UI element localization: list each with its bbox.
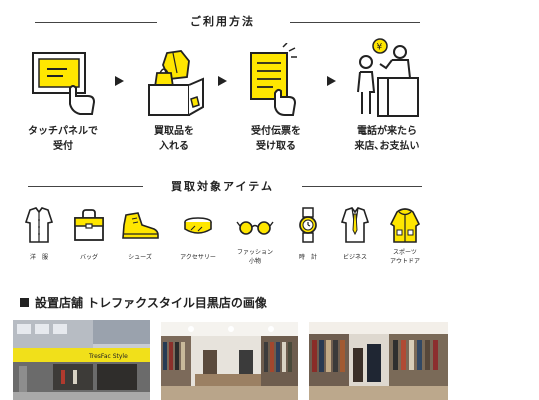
store-sign-text: TresFac Style <box>88 353 128 360</box>
store-heading: 設置店舗 トレファクスタイル目黒店の画像 <box>20 294 267 311</box>
step-arrow-1 <box>115 76 124 86</box>
step-label-1: タッチパネルで 受付 <box>28 126 98 152</box>
items-rule-left <box>28 186 143 187</box>
item-label-business: ビジネス <box>342 254 367 261</box>
put-items-icon <box>148 50 204 116</box>
step-label-4: 電話が来たら 来店､お支払い <box>354 126 420 152</box>
bag-icon <box>74 209 104 241</box>
square-bullet-icon <box>20 298 29 307</box>
usage-title: ご利用方法 <box>190 15 255 28</box>
store-photo-exterior: TresFac Style <box>13 320 150 400</box>
store-photo-interior-1 <box>161 322 298 400</box>
step-arrow-3 <box>327 76 336 86</box>
item-label-accessory: アクセサリー <box>180 254 216 261</box>
items-rule-right <box>302 186 422 187</box>
item-label-clothes: 洋 服 <box>29 254 48 261</box>
step-label-3: 受付伝票を 受け取る <box>251 126 301 152</box>
bracelet-icon <box>184 217 212 234</box>
glasses-icon <box>236 221 274 235</box>
sneaker-icon <box>122 212 159 239</box>
item-label-shoes: シューズ <box>128 254 152 261</box>
title-rule-left <box>35 22 157 23</box>
item-label-bag: バッグ <box>79 254 98 261</box>
step-arrow-2 <box>218 76 227 86</box>
item-label-sports-outdoor: スポーツ アウトドア <box>389 249 420 265</box>
touch-panel-icon <box>32 52 96 115</box>
items-title: 買取対象アイテム <box>171 180 274 193</box>
watch-icon <box>299 207 317 243</box>
payment-counter-icon: ¥ <box>357 38 419 117</box>
store-photo-interior-2 <box>309 322 448 400</box>
jacket-icon <box>389 208 421 243</box>
step-label-2: 買取品を 入れる <box>154 126 194 152</box>
item-label-watch: 時 計 <box>298 254 317 261</box>
svg-text:¥: ¥ <box>377 43 383 53</box>
shirt-icon <box>24 207 54 243</box>
title-rule-right <box>290 22 420 23</box>
item-label-fashion-goods: ファッション 小物 <box>236 249 273 265</box>
suit-icon <box>340 207 370 243</box>
receive-slip-icon <box>250 43 297 116</box>
